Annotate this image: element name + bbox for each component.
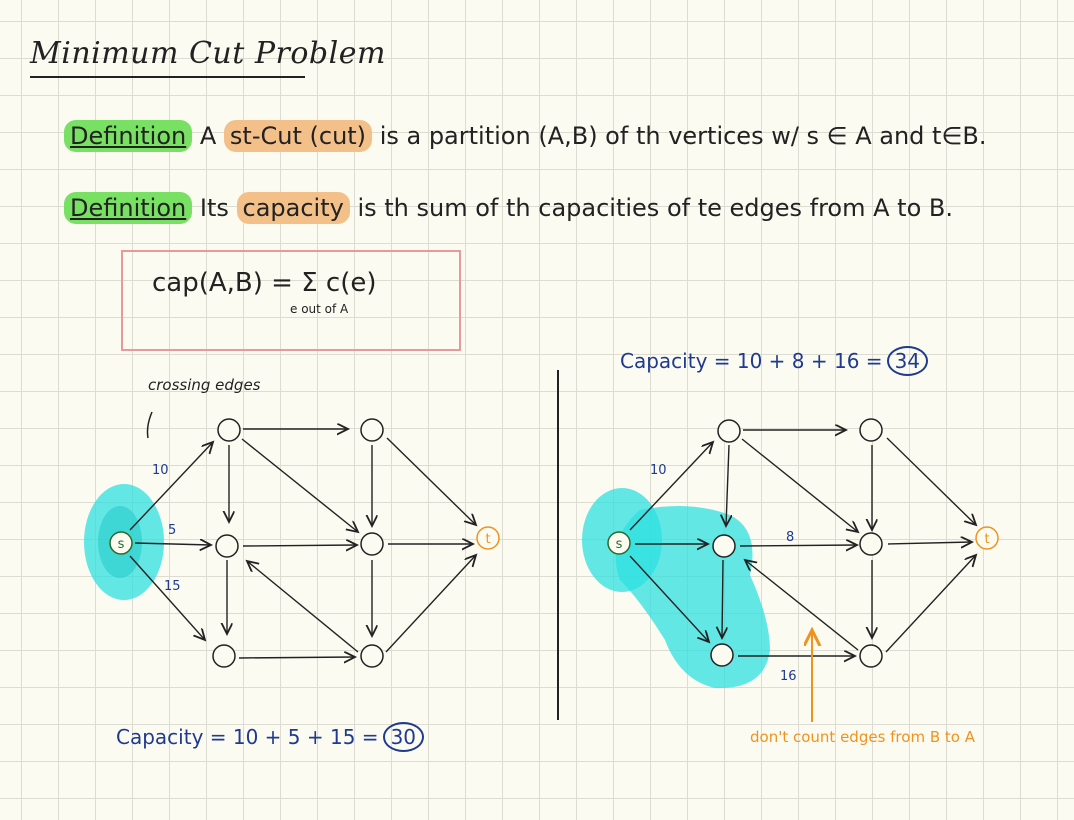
page-title: Minimum Cut Problem: [30, 36, 386, 71]
vertical-divider: [557, 370, 559, 720]
definition-2-text: is th sum of th capacities of te edges f…: [357, 194, 953, 222]
left-sink-label: t: [485, 532, 490, 547]
definition-1-term: st-Cut (cut): [223, 120, 373, 152]
crossing-pointer: [146, 411, 153, 439]
right-edge-label-mid: 8: [786, 530, 794, 545]
right-capacity-text: Capacity = 10 + 8 + 16 =: [620, 349, 883, 373]
left-capacity: Capacity = 10 + 5 + 15 =30: [116, 722, 425, 752]
left-edge-label-mid: 5: [168, 523, 176, 538]
left-capacity-text: Capacity = 10 + 5 + 15 =: [116, 725, 379, 749]
capacity-formula: cap(A,B) = Σ c(e): [152, 268, 377, 298]
right-edge-label-bottom: 16: [780, 669, 797, 684]
crossing-edges-label: crossing edges: [148, 376, 261, 394]
formula-subscript: e out of A: [290, 302, 349, 316]
definition-1: Definition A st-Cut (cut) is a partition…: [64, 120, 987, 152]
right-capacity: Capacity = 10 + 8 + 16 =34: [620, 346, 929, 376]
right-edge-label-top: 10: [650, 463, 667, 478]
b-to-a-note: don't count edges from B to A: [750, 728, 975, 746]
left-edge-label-top: 10: [152, 463, 169, 478]
definition-1-tag: Definition: [64, 120, 193, 152]
definition-2-term: capacity: [236, 192, 350, 224]
right-source-label: s: [616, 537, 623, 552]
left-capacity-total: 30: [382, 722, 425, 752]
definition-2: Definition Its capacity is th sum of th …: [64, 192, 953, 224]
title-underline: [30, 76, 305, 78]
definition-2-tag: Definition: [64, 192, 193, 224]
left-edge-label-bottom: 15: [164, 579, 181, 594]
right-sink-label: t: [984, 532, 989, 547]
definition-2-prefix: Its: [199, 194, 229, 222]
right-edges: [629, 430, 976, 656]
definition-1-prefix: A: [199, 122, 217, 150]
right-cut-region-body: [615, 506, 770, 689]
left-edges: [129, 429, 476, 658]
definition-1-text: is a partition (A,B) of th vertices w/ s…: [379, 122, 987, 150]
formula-box: [121, 250, 461, 351]
left-nodes: [109, 418, 500, 668]
right-nodes: [607, 418, 999, 668]
right-capacity-total: 34: [886, 346, 929, 376]
left-source-label: s: [118, 537, 125, 552]
